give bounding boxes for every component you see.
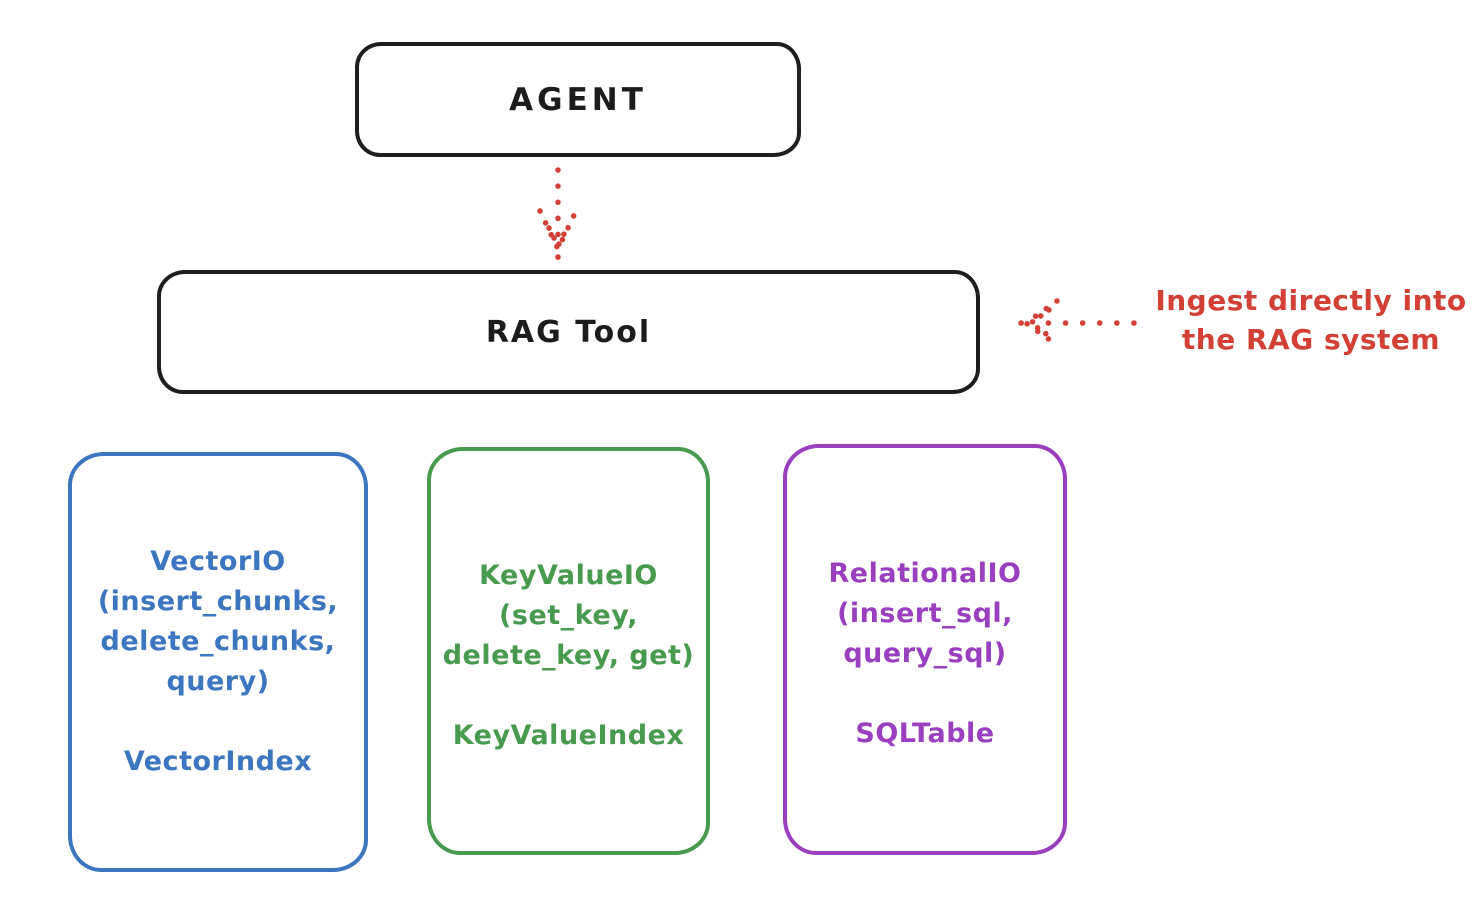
rag-tool-node: RAG Tool xyxy=(157,270,980,394)
vector-io-title: VectorIO xyxy=(150,546,286,577)
agent-node-label: AGENT xyxy=(509,81,647,118)
vector-io-methods-line3: query) xyxy=(166,666,270,697)
ingest-annotation: Ingest directly into the RAG system xyxy=(1138,281,1484,359)
relational-io-node: RelationalIO (insert_sql, query_sql) SQL… xyxy=(783,444,1067,855)
relational-io-title: RelationalIO xyxy=(828,558,1022,589)
relational-io-table-label: SQLTable xyxy=(855,718,995,749)
blank-line xyxy=(72,702,364,742)
vector-io-methods-line1: (insert_chunks, xyxy=(97,586,339,617)
vector-io-text: VectorIO (insert_chunks, delete_chunks, … xyxy=(72,542,364,782)
vector-io-methods-line2: delete_chunks, xyxy=(100,626,336,657)
agent-node: AGENT xyxy=(355,42,801,157)
keyvalue-io-title: KeyValueIO xyxy=(479,560,658,591)
keyvalue-io-methods-line1: (set_key, xyxy=(499,600,638,631)
dotted-arrow-down-icon xyxy=(537,167,579,260)
blank-line xyxy=(787,674,1063,714)
relational-io-text: RelationalIO (insert_sql, query_sql) SQL… xyxy=(787,554,1063,754)
relational-io-methods-line1: (insert_sql, xyxy=(837,598,1013,629)
dotted-arrow-left-icon xyxy=(1018,298,1137,348)
ingest-annotation-line1: Ingest directly into xyxy=(1155,284,1467,317)
keyvalue-io-methods-line2: delete_key, get) xyxy=(442,640,695,671)
vector-io-node: VectorIO (insert_chunks, delete_chunks, … xyxy=(68,452,368,872)
relational-io-methods-line2: query_sql) xyxy=(843,638,1007,669)
keyvalue-io-node: KeyValueIO (set_key, delete_key, get) Ke… xyxy=(427,447,710,855)
rag-tool-node-label: RAG Tool xyxy=(485,314,652,350)
ingest-annotation-line2: the RAG system xyxy=(1181,323,1441,356)
vector-io-index-label: VectorIndex xyxy=(123,746,313,777)
blank-line xyxy=(431,676,706,716)
keyvalue-io-index-label: KeyValueIndex xyxy=(452,720,685,751)
keyvalue-io-text: KeyValueIO (set_key, delete_key, get) Ke… xyxy=(431,556,706,756)
